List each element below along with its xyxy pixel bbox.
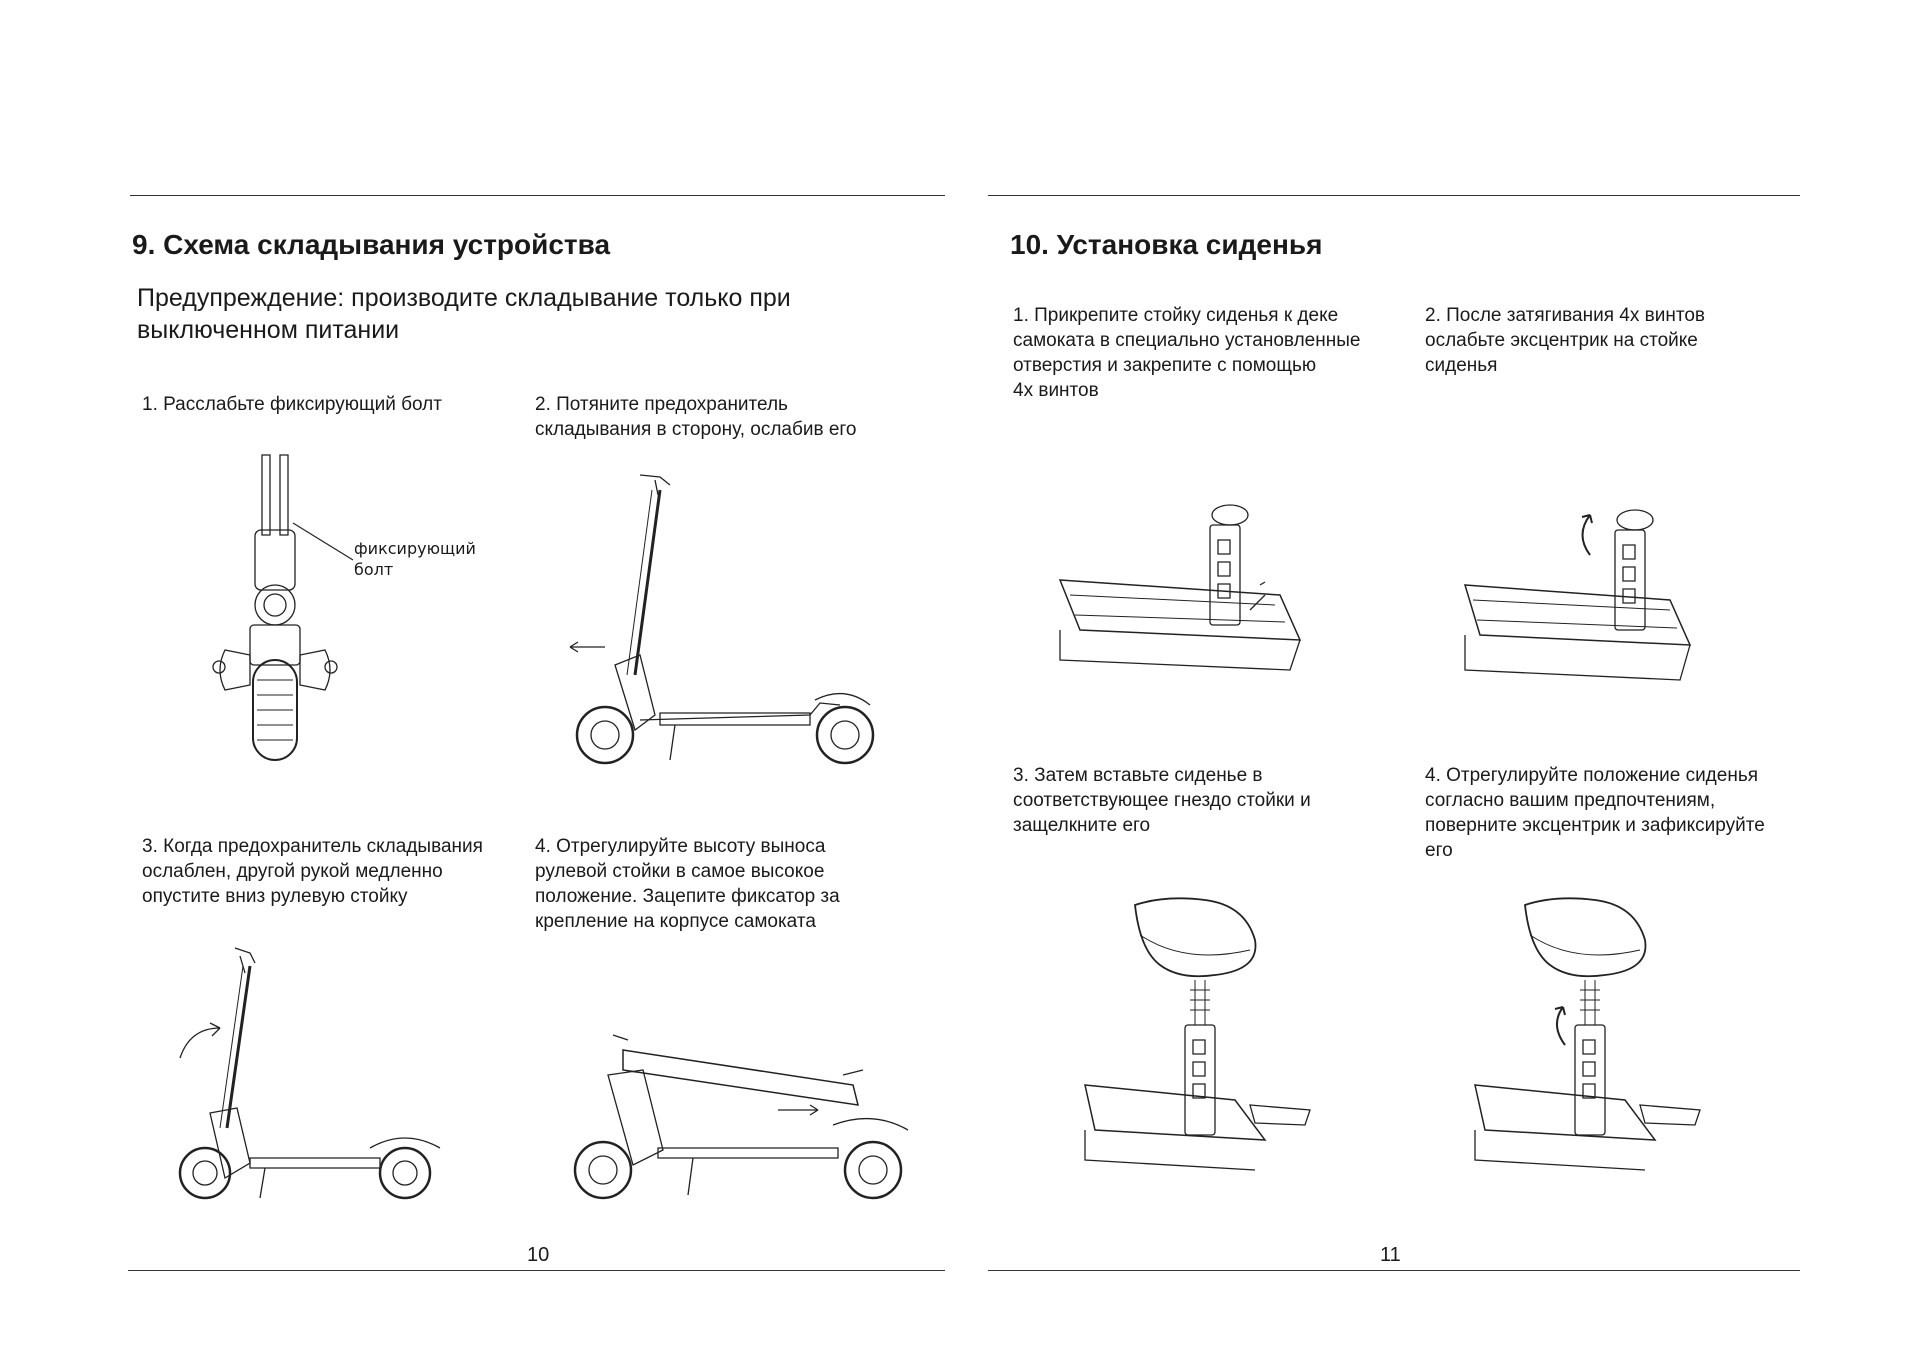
fold-step-3-text: 3. Когда предохранитель складывания осла… bbox=[142, 836, 483, 907]
section-title-folding: 9. Схема складывания устройства bbox=[132, 229, 611, 260]
fold-step-2-illustration bbox=[560, 475, 890, 765]
bottom-rule-left bbox=[128, 1270, 945, 1271]
fold-step-1-text: 1. Расслабьте фиксирующий болт bbox=[142, 394, 442, 415]
fold-step-4-text: 4. Отрегулируйте высоту выноса рулевой с… bbox=[535, 836, 840, 932]
seat-step-1-text: 1. Прикрепите стойку сиденья к деке само… bbox=[1013, 305, 1361, 401]
bolt-callout-label: фиксирующий болт bbox=[354, 539, 476, 579]
top-rule-left bbox=[130, 195, 945, 196]
seat-step-3-illustration bbox=[1085, 895, 1335, 1175]
top-rule-right bbox=[988, 195, 1800, 196]
fold-step-3-illustration bbox=[165, 948, 455, 1208]
bottom-rule-right bbox=[988, 1270, 1800, 1271]
section-title-seat: 10. Установка сиденья bbox=[1010, 229, 1323, 260]
seat-step-4-illustration bbox=[1475, 895, 1725, 1175]
seat-step-2-text: 2. После затягивания 4х винтов ослабьте … bbox=[1425, 305, 1705, 376]
page-number-right: 11 bbox=[1380, 1244, 1401, 1266]
fold-step-2-text: 2. Потяните предохранитель складывания в… bbox=[535, 394, 857, 440]
seat-step-1-illustration bbox=[1060, 500, 1300, 715]
seat-step-4-text: 4. Отрегулируйте положение сиденья согла… bbox=[1425, 765, 1765, 861]
page-number-left: 10 bbox=[527, 1244, 550, 1266]
fold-step-4-illustration bbox=[553, 1030, 923, 1210]
fold-step-1-illustration bbox=[205, 455, 365, 765]
seat-step-3-text: 3. Затем вставьте сиденье в соответствую… bbox=[1013, 765, 1311, 836]
seat-step-2-illustration bbox=[1465, 500, 1705, 720]
folding-warning: Предупреждение: производите складывание … bbox=[137, 284, 791, 344]
